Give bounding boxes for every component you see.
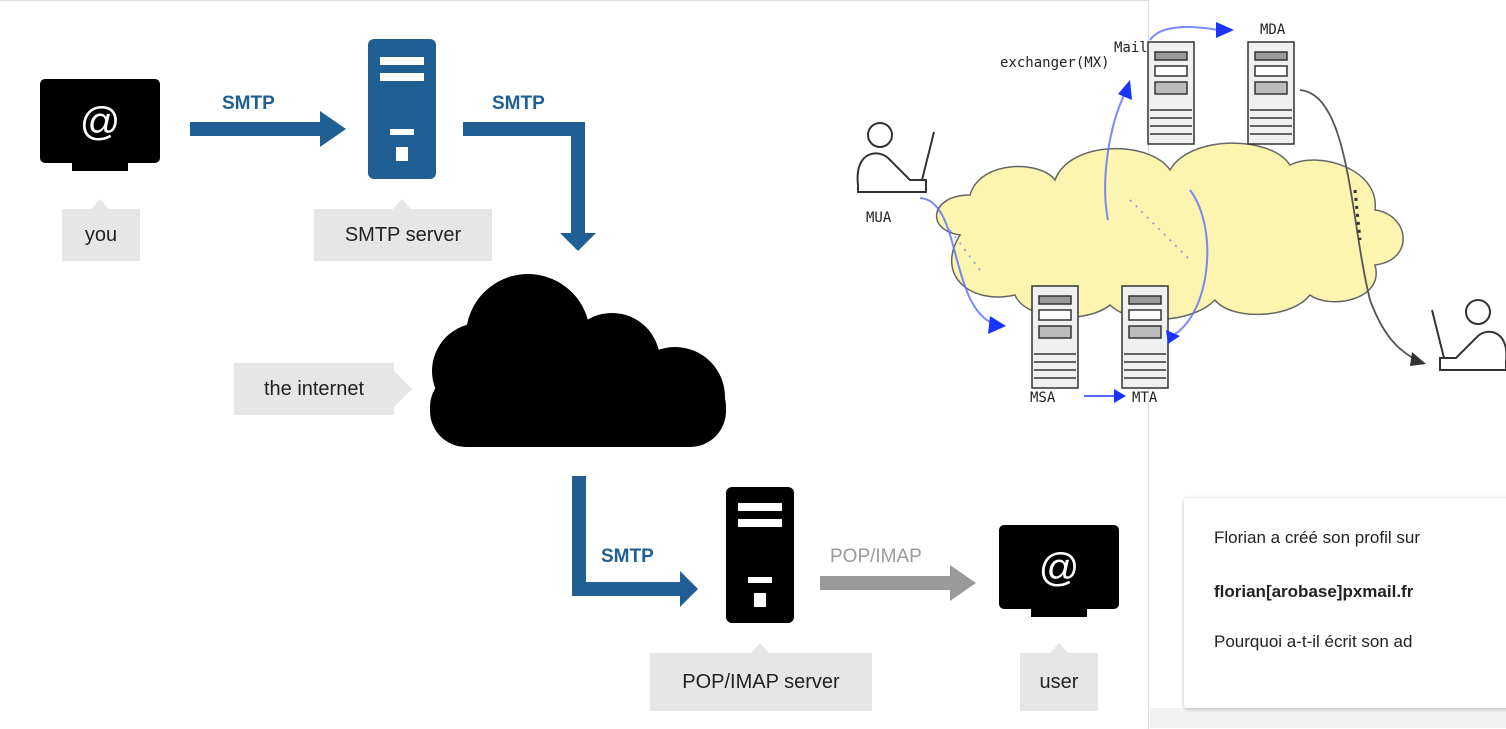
msa-label: MSA [1030,390,1056,406]
smtp-arrow-1 [190,111,346,147]
you-box: you [62,209,140,261]
smtp-arrow-2 [463,122,596,251]
label-pointers [91,199,1068,653]
svg-text:@: @ [1039,546,1080,590]
left-diagram-graphics: @ [40,39,1119,623]
msa-server-icon [1031,285,1079,389]
dotted-path-1 [1353,189,1362,241]
right-diagram-graphics [856,22,1506,403]
mx-mda-arrowhead [1216,22,1234,38]
left-gap [0,600,10,728]
smtp-server-box: SMTP server [314,209,492,261]
pop-imap-server-icon [726,487,794,623]
mail-label-line2: exchanger(MX) [1000,55,1110,71]
mua-label: MUA [866,210,892,226]
cloud-mx-curve [1104,91,1127,221]
mx-mda-curve [1149,26,1219,41]
smtp-arrow-3 [572,476,698,607]
card-question-line: Pourquoi a-t-il écrit son ad [1214,632,1413,651]
mx-server-icon [1147,41,1195,145]
mda-recipient-arrowhead [1410,352,1426,366]
svg-text:@: @ [80,100,121,144]
page-footer-strip [1150,708,1506,728]
mta-server-icon [1121,285,1169,389]
card-text-line1: Florian a créé son profil sur [1214,528,1420,547]
pop-imap-server-box: POP/IMAP server [650,653,872,711]
the-internet-box: the internet [234,363,394,415]
quiz-card: Florian a créé son profil sur florian[ar… [1184,498,1506,708]
mda-label: MDA [1260,22,1286,38]
dotted-path-2 [949,229,981,271]
mda-recipient-curve [1299,89,1417,361]
network-cloud-icon [935,142,1404,321]
card-email-line: florian[arobase]pxmail.fr [1214,582,1414,601]
pop-imap-arrow [820,565,976,601]
mta-label: MTA [1132,390,1158,406]
smtp-label-2: SMTP [492,93,545,114]
mta-curve [1167,189,1209,339]
smtp-label-1: SMTP [222,93,275,114]
pop-imap-label: POP/IMAP [830,546,922,567]
smtp-server-icon [368,39,436,179]
mda-server-icon [1247,41,1295,145]
mua-msa-curve [919,197,991,323]
recipient-person-icon [1431,299,1506,371]
email-flow-diagram-right: Mail exchanger(MX) MDA MUA MSA MTA [830,0,1506,480]
user-computer-icon: @ [999,525,1119,617]
smtp-label-3: SMTP [601,546,654,567]
cloud-mx-arrowhead [1118,80,1132,100]
mail-label-line1: Mail [1114,40,1148,56]
mua-msa-arrowhead [988,316,1006,334]
msa-mta-arrowhead [1114,389,1126,403]
mta-arrowhead [1166,330,1180,344]
you-computer-icon: @ [40,79,160,171]
sender-person-icon [856,122,935,193]
internet-cloud-icon [430,274,726,447]
email-flow-diagram-left: @ [0,0,1149,729]
user-box: user [1020,653,1098,711]
